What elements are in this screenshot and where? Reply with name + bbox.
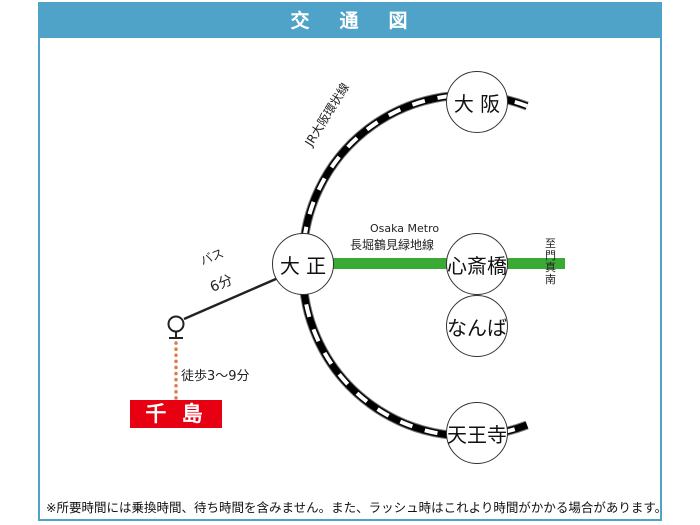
walk-time-label: 徒歩3〜9分 — [181, 369, 250, 384]
title-char: 図 — [388, 10, 410, 32]
metro-line-name-en: Osaka Metro — [370, 222, 440, 235]
station-namba[interactable]: なんば — [446, 295, 508, 357]
destination-chishima: 千 島 — [130, 400, 222, 428]
bus-route — [183, 273, 286, 321]
metro-line-name-ja: 長堀鶴見緑地線 — [350, 238, 435, 252]
station-osaka[interactable]: 大 阪 — [446, 71, 508, 133]
bus-stop-icon — [167, 315, 185, 333]
station-shinsaibashi[interactable]: 心斎橋 — [446, 233, 508, 295]
station-tennoji[interactable]: 天王寺 — [446, 402, 508, 464]
station-label: 心斎橋 — [447, 253, 507, 278]
station-label: 大 阪 — [453, 91, 501, 116]
station-label: なんば — [447, 315, 507, 340]
station-taisho[interactable]: 大 正 — [272, 233, 334, 295]
footnote: ※所要時間には乗換時間、待ち時間を含みません。また、ラッシュ時はこれより時間がか… — [46, 500, 668, 515]
metro-direction-label: 至門真南 — [545, 237, 556, 286]
title-char: 通 — [339, 10, 361, 32]
map-title: 交通図 — [40, 4, 660, 38]
station-label: 大 正 — [279, 253, 327, 278]
title-char: 交 — [290, 10, 312, 32]
station-label: 天王寺 — [447, 422, 507, 447]
